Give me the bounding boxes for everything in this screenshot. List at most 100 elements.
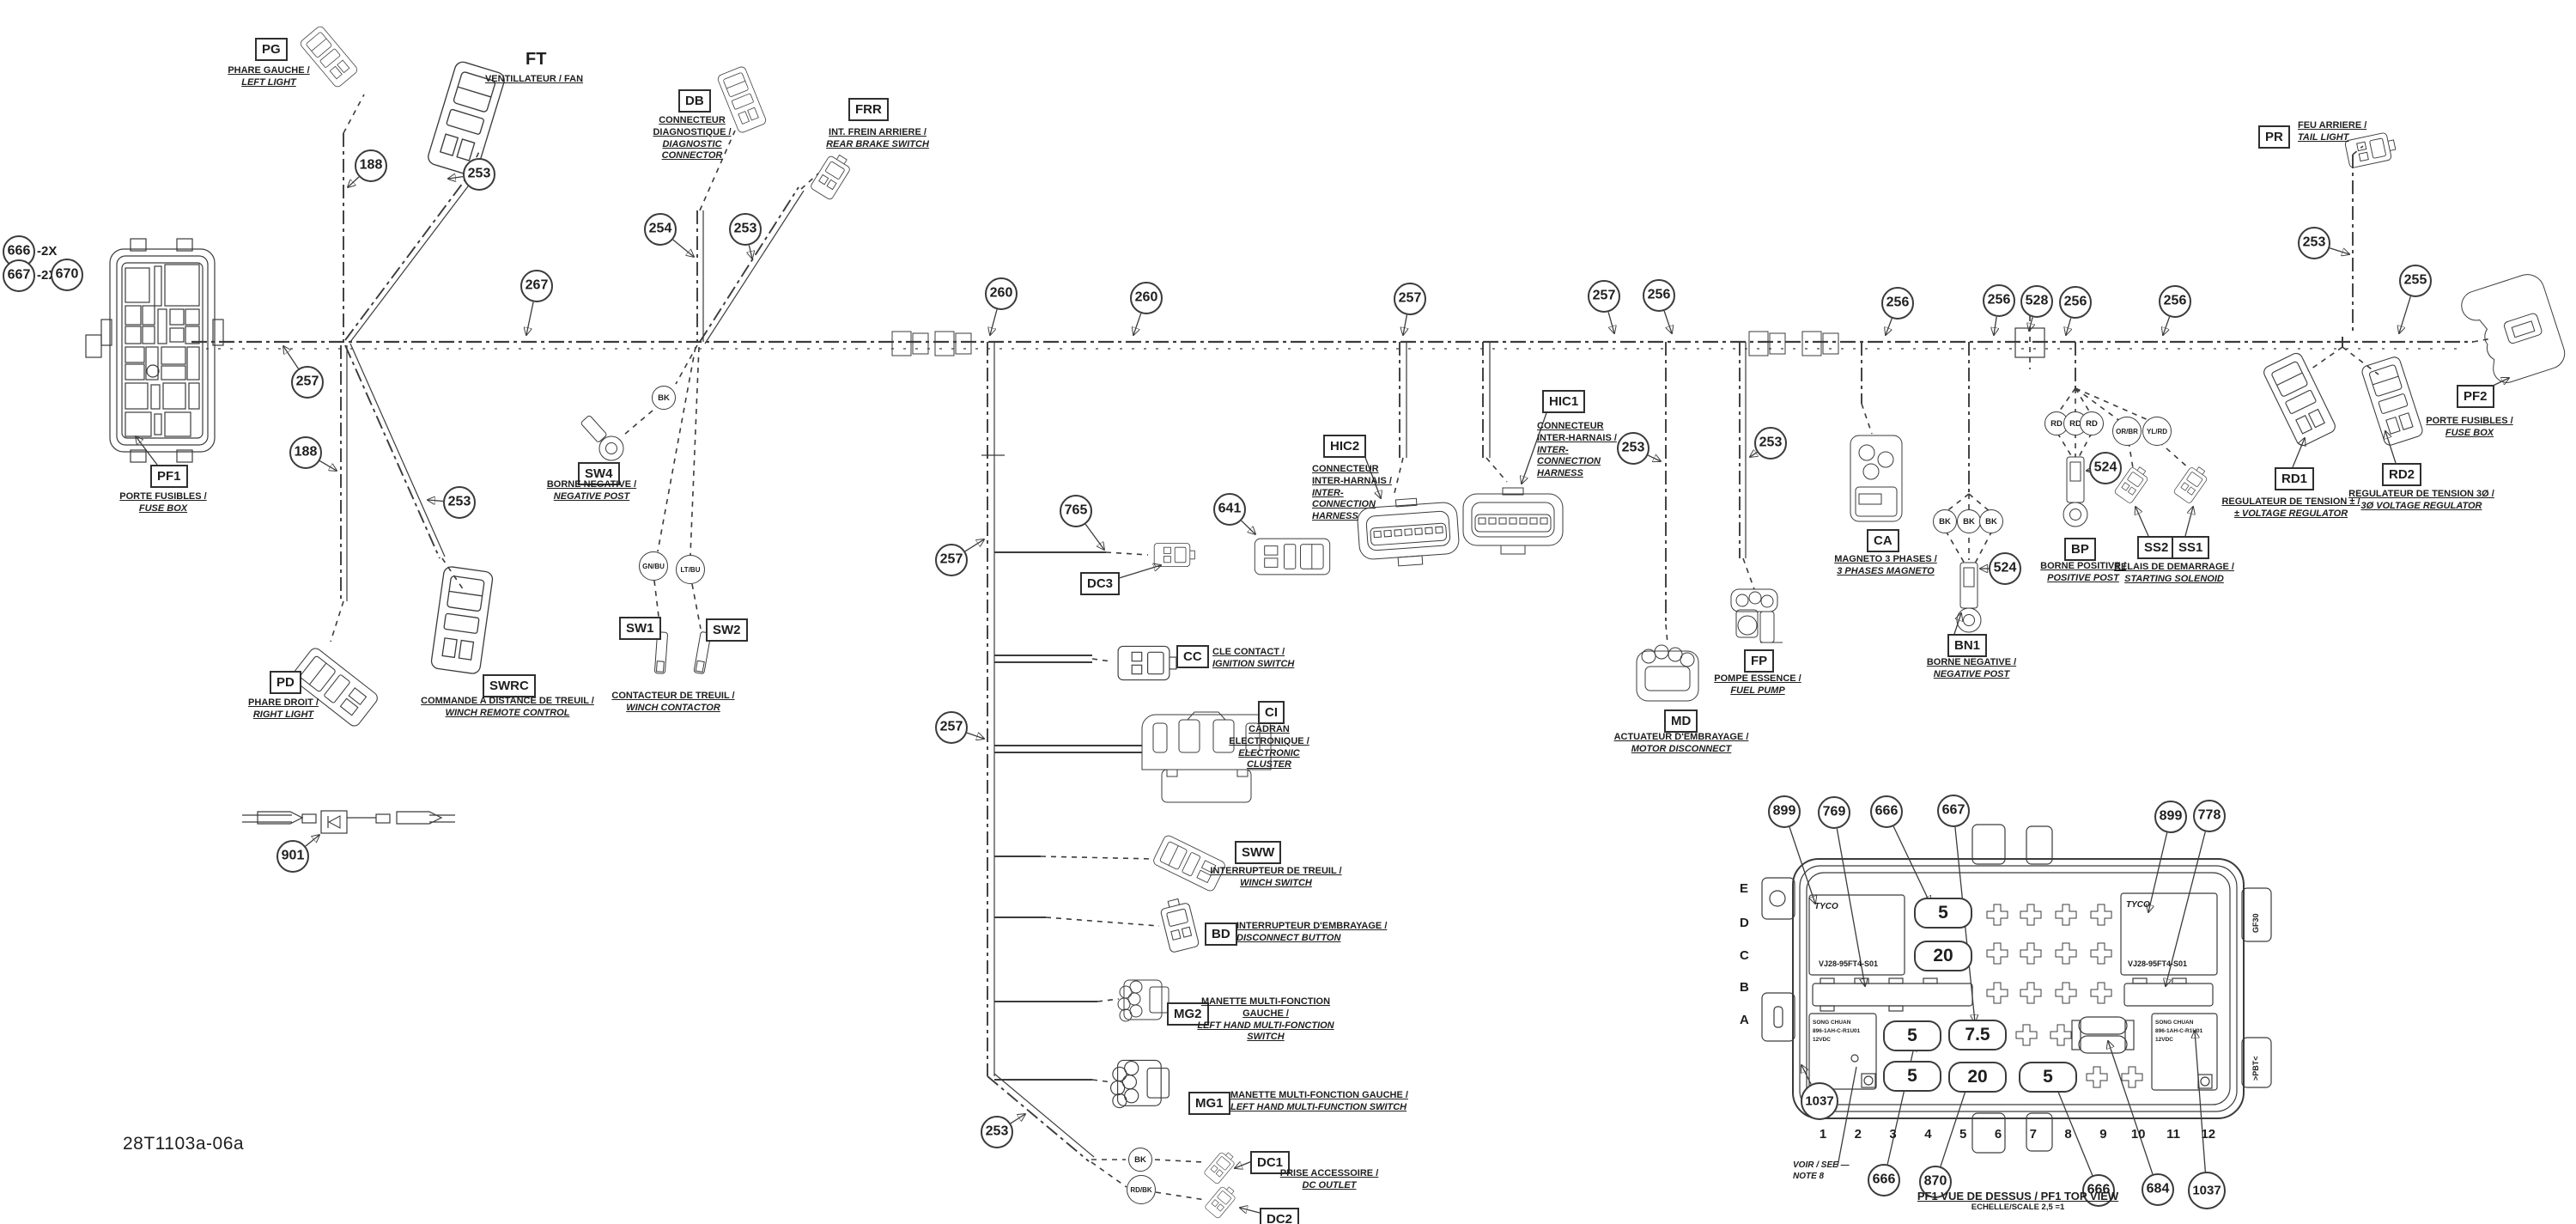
connector-ca (1850, 435, 1903, 522)
component-description-bp: BORNE POSITIVE /POSITIVE POST (2040, 561, 2126, 585)
description-line: IGNITION SWITCH (1212, 658, 1295, 669)
callout-number: 260 (989, 285, 1013, 301)
description-line: VENTILLATEUR / FAN (484, 74, 584, 84)
component-description-rd1: REGULATEUR DE TENSION ± /± VOLTAGE REGUL… (2221, 496, 2360, 521)
connector-sw4-ring (575, 410, 629, 466)
callout-number: 769 (1822, 804, 1846, 819)
component-description-dco: PRISE ACCESSOIRE /DC OUTLET (1280, 1168, 1379, 1192)
component-label-pd: PD (270, 671, 301, 694)
component-label-rd1: RD1 (2275, 467, 2315, 490)
component-label-pf1: PF1 (150, 465, 188, 488)
pf1-pin-1: 1 (1819, 1127, 1827, 1142)
callout-901: 901 (276, 840, 309, 873)
description-line: REAR BRAKE SWITCH (826, 138, 929, 149)
description-line: MANETTE MULTI-FONCTION (1200, 996, 1331, 1007)
main-harness-bus (85, 334, 2493, 358)
pf1-pin-11: 11 (2166, 1127, 2180, 1142)
connector-md (1636, 644, 1699, 702)
empty-fuse-slot (2090, 904, 2112, 926)
db-frr-junction-wires (623, 130, 819, 631)
callout-number: 256 (2063, 294, 2087, 309)
description-line: 3Ø VOLTAGE REGULATOR (2360, 500, 2482, 511)
connector-mg1 (1109, 1059, 1170, 1109)
relay-part-2: VJ28-95FT4-S01 (2128, 959, 2188, 968)
description-line: CONNECTION (1537, 456, 1601, 467)
inline-connector-4 (1801, 331, 1839, 356)
note-line: NOTE 8 (1793, 1172, 1825, 1181)
component-label-pr: PR (2258, 125, 2290, 149)
pf1-pin-6: 6 (1994, 1127, 2002, 1142)
component-description-frr: INT. FREIN ARRIERE /REAR BRAKE SWITCH (826, 127, 929, 151)
description-line: REGULATEUR DE TENSION 3Ø / (2348, 489, 2494, 499)
description-line: BORNE NEGATIVE / (546, 479, 637, 490)
component-label-mg1: MG1 (1188, 1092, 1230, 1115)
component-description-pr: FEU ARRIERE /TAIL LIGHT (2298, 120, 2366, 144)
description-line: NEGATIVE POST (553, 490, 630, 502)
description-line: DIAGNOSTIQUE / (653, 126, 732, 137)
wire-color-tag-bk: BK (1933, 509, 1957, 533)
callout-257: 257 (291, 366, 324, 399)
fuse-20a: 20 (1914, 941, 1972, 971)
description-line: POSITIVE POST (2047, 572, 2119, 583)
callout-number: 670 (55, 266, 79, 282)
pf1-pin-8: 8 (2064, 1127, 2072, 1142)
callout-188: 188 (355, 149, 387, 182)
inline-connector-2 (934, 331, 972, 356)
component-label-pg: PG (255, 38, 288, 61)
component-label-bp: BP (2064, 538, 2096, 561)
component-description-wct: CONTACTEUR DE TREUIL /WINCH CONTACTOR (611, 691, 734, 715)
pf1-empty-fuse-slots (1986, 904, 2143, 1088)
callout-253: 253 (981, 1116, 1013, 1148)
empty-fuse-slot (2055, 942, 2077, 965)
callout-number: 257 (295, 374, 319, 389)
pf1-pin-4: 4 (1924, 1127, 1932, 1142)
wire-color-tag-lt-bu: LT/BU (676, 555, 705, 584)
pf1-row-letter-e: E (1740, 881, 1749, 896)
wire-color-tag-bk: BK (652, 386, 676, 410)
connector-hic1 (1462, 487, 1564, 555)
callout-253: 253 (1617, 432, 1649, 465)
callout-number: 188 (359, 157, 383, 173)
description-line: FUSE BOX (2445, 427, 2494, 438)
callout-number: 524 (2093, 460, 2117, 475)
component-label-hic1: HIC1 (1542, 390, 1586, 413)
description-line: PORTE FUSIBLES / (2426, 416, 2513, 426)
component-label-sw2: SW2 (706, 618, 748, 642)
callout-256: 256 (2059, 286, 2092, 319)
description-line: CONNECTEUR (1537, 421, 1604, 431)
inline-connector-3 (1748, 331, 1786, 356)
callout-260: 260 (985, 277, 1018, 310)
callout-870: 870 (1919, 1166, 1952, 1198)
description-line: ELECTRONIQUE / (1229, 735, 1309, 746)
description-line: RIGHT LIGHT (252, 709, 314, 720)
empty-fuse-slot (1986, 904, 2008, 926)
component-description-ssl: RELAIS DE DEMARRAGE /STARTING SOLENOID (2114, 562, 2234, 586)
description-line: HARNESS (1537, 468, 1583, 478)
component-label-bn1: BN1 (1947, 634, 1988, 657)
callout-254: 254 (644, 213, 677, 246)
empty-fuse-slot (2090, 942, 2112, 965)
callout-769: 769 (1818, 796, 1850, 829)
wire-color-tag-rd-bk: RD/BK (1127, 1175, 1156, 1204)
description-line: FUEL PUMP (1730, 685, 1785, 696)
component-description-bn1: BORNE NEGATIVE /NEGATIVE POST (1927, 657, 2016, 681)
callout-number: 255 (2403, 272, 2427, 288)
description-line: LEFT LIGHT (241, 76, 296, 88)
empty-fuse-slot (2090, 982, 2112, 1004)
pf1-row-letter-d: D (1740, 916, 1749, 930)
component-label-rd2: RD2 (2382, 463, 2422, 486)
callout-256: 256 (2159, 285, 2191, 318)
callout-number: 267 (525, 277, 549, 293)
component-label-bd: BD (1205, 923, 1237, 946)
pf1-fusebox-drawing (100, 238, 224, 463)
component-label-sww: SWW (1235, 841, 1282, 864)
component-label-dc3: DC3 (1080, 572, 1121, 595)
callout-666: 666 (1868, 1164, 1900, 1197)
inline-connector-1 (891, 331, 929, 356)
description-line: ELECTRONIC (1238, 747, 1300, 758)
callout-number: 253 (447, 494, 471, 509)
callout-number: 256 (1886, 295, 1910, 310)
pf1-tab-text-gf30: GF30 (2251, 913, 2260, 933)
